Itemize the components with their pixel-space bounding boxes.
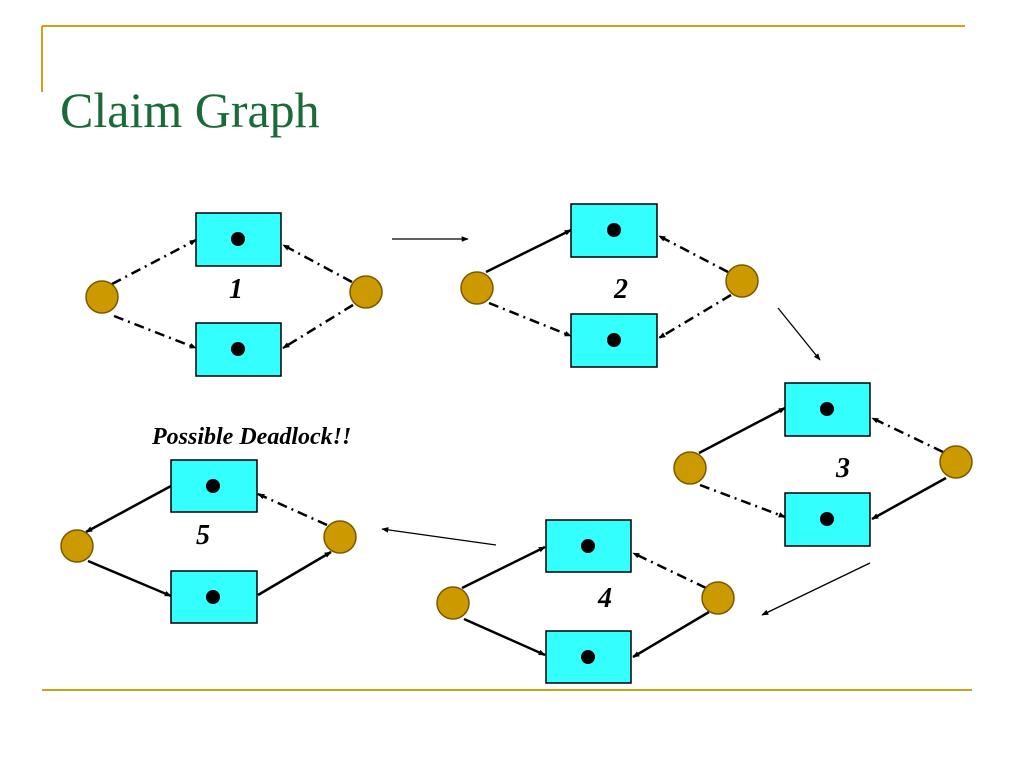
graph-2: 2 [460, 203, 759, 368]
request-edge [87, 559, 172, 598]
process-node [460, 271, 494, 305]
process-node [323, 520, 357, 554]
claim-edge [257, 492, 328, 527]
process-node [939, 445, 973, 479]
resource-instance-dot [607, 223, 621, 237]
claim-edge [658, 234, 729, 274]
graph-4: 4 [436, 519, 735, 684]
claim-edge [113, 314, 197, 350]
process-node [85, 280, 119, 314]
process-node [436, 586, 470, 620]
resource-instance-dot [231, 342, 245, 356]
deadlock-caption: Possible Deadlock!! [152, 424, 352, 450]
process-node [673, 451, 707, 485]
graph-5: 5 [60, 459, 357, 624]
resource-instance-dot [607, 333, 621, 347]
request-edge [698, 406, 786, 455]
resource-instance-dot [206, 479, 220, 493]
flow-arrow-4-5 [381, 527, 497, 546]
flow-arrow-3-4 [761, 562, 871, 616]
request-edge [461, 545, 546, 590]
claim-edge [282, 303, 354, 350]
assignment-edge [871, 476, 947, 521]
graph-label: 3 [835, 453, 850, 484]
claim-edge [871, 416, 944, 454]
assignment-edge [632, 610, 710, 659]
request-edge [485, 228, 572, 274]
resource-instance-dot [206, 590, 220, 604]
claim-edge [658, 293, 732, 340]
claim-edge [632, 551, 707, 590]
graph-1: 1 [85, 212, 383, 377]
claim-edge [282, 243, 353, 284]
resource-instance-dot [581, 539, 595, 553]
graph-label: 1 [229, 274, 243, 305]
request-edge [463, 617, 546, 657]
process-node [349, 275, 383, 309]
process-node [701, 581, 735, 615]
assignment-edge [257, 550, 332, 597]
flow-arrow-2-3 [777, 307, 821, 361]
claim-edge [111, 238, 197, 286]
process-node [60, 529, 94, 563]
resource-instance-dot [820, 402, 834, 416]
resource-instance-dot [820, 512, 834, 526]
graph-3: 3 [673, 382, 973, 547]
claim-edge [488, 301, 572, 338]
resource-instance-dot [231, 232, 245, 246]
process-node [725, 264, 759, 298]
assignment-edge [85, 484, 172, 534]
graph-label: 2 [613, 274, 628, 305]
claim-edge [699, 483, 786, 519]
graph-label: 5 [196, 520, 210, 551]
graph-label: 4 [597, 583, 612, 614]
slide-title: Claim Graph [60, 82, 320, 138]
resource-instance-dot [581, 650, 595, 664]
